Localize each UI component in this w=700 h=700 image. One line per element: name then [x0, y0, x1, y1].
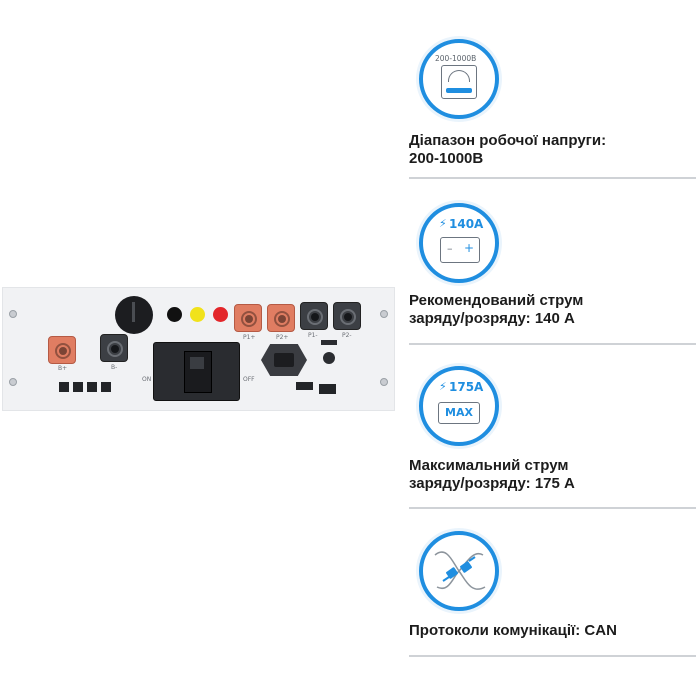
comm-port — [73, 382, 83, 392]
p2-plus-terminal — [267, 304, 295, 332]
bms-control-panel: B+ B- P1+ P2+ P1- P2- ON OFF — [2, 287, 395, 411]
p2-plus-label: P2+ — [276, 334, 289, 341]
rj45-port — [296, 382, 313, 390]
b-minus-label: B- — [111, 364, 118, 371]
comm-port — [87, 382, 97, 392]
feature-protocol-text: Протоколи комунікації: CAN — [409, 622, 694, 640]
feature-voltage-line1: Діапазон робочої напруги: — [409, 132, 607, 149]
feature-voltage-line2: 200-1000В — [409, 150, 484, 167]
black-led — [167, 307, 182, 322]
rotary-knob — [115, 296, 153, 334]
hex-terminal-block — [261, 344, 307, 376]
b-minus-terminal — [100, 334, 128, 362]
p1-plus-label: P1+ — [243, 334, 256, 341]
features-column: 200-1000В Діапазон робочої напруги: 200-… — [409, 0, 700, 700]
divider — [409, 655, 696, 657]
plug-icon — [419, 531, 499, 611]
b-plus-terminal — [48, 336, 76, 364]
feature-max-line1: Максимальний струм — [409, 457, 569, 474]
yellow-led — [190, 307, 205, 322]
voltmeter-icon: 200-1000В — [419, 39, 499, 119]
max-current-badge: 175A — [449, 380, 484, 394]
p2-minus-label: P2- — [342, 332, 352, 339]
feature-recommended-current-text: Рекомендований струм заряду/розряду: 140… — [409, 292, 694, 328]
mounting-screw — [380, 310, 388, 318]
dip-switch — [321, 340, 337, 345]
on-label: ON — [142, 376, 152, 383]
divider — [409, 343, 696, 345]
mounting-screw — [9, 310, 17, 318]
p1-minus-terminal — [300, 302, 328, 330]
comm-port — [101, 382, 111, 392]
feature-recommended-line1: Рекомендований струм — [409, 292, 584, 309]
feature-max-current-text: Максимальний струм заряду/розряду: 175 A — [409, 457, 694, 493]
feature-recommended-line2: заряду/розряду: 140 A — [409, 310, 575, 327]
battery-icon: 140A ⚡ – + — [419, 203, 499, 283]
feature-max-line2: заряду/розряду: 175 A — [409, 475, 575, 492]
rj45-port — [319, 384, 336, 394]
mounting-screw — [9, 378, 17, 386]
comm-port — [59, 382, 69, 392]
round-port — [323, 352, 335, 364]
divider — [409, 507, 696, 509]
max-current-icon: ⚡ 175A MAX — [419, 366, 499, 446]
p1-plus-terminal — [234, 304, 262, 332]
divider — [409, 177, 696, 179]
max-label: MAX — [445, 406, 473, 419]
circuit-breaker — [153, 342, 240, 401]
feature-protocol-line1: Протоколи комунікації: CAN — [409, 622, 617, 639]
p2-minus-terminal — [333, 302, 361, 330]
current-badge: 140A — [449, 217, 484, 231]
red-led — [213, 307, 228, 322]
p1-minus-label: P1- — [308, 332, 318, 339]
feature-voltage-text: Діапазон робочої напруги: 200-1000В — [409, 132, 694, 168]
off-label: OFF — [243, 376, 255, 383]
mounting-screw — [380, 378, 388, 386]
b-plus-label: B+ — [58, 365, 68, 372]
voltage-badge: 200-1000В — [435, 54, 477, 63]
